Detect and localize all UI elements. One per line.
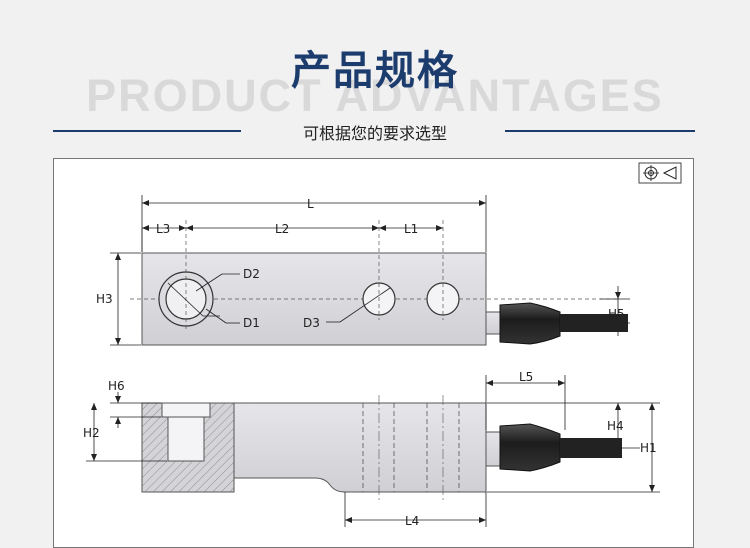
divider-left xyxy=(53,130,241,132)
dim-label-H3: H3 xyxy=(96,292,113,306)
page-subtitle: 可根据您的要求选型 xyxy=(302,124,447,143)
side-cable-gland xyxy=(499,423,561,472)
side-view-dimensions xyxy=(86,375,660,527)
dim-label-L3: L3 xyxy=(156,222,170,236)
dim-label-H6: H6 xyxy=(108,379,125,393)
dim-label-H5: H5 xyxy=(608,307,625,321)
dim-label-L5: L5 xyxy=(519,370,533,384)
top-view xyxy=(130,220,628,346)
dim-label-L1: L1 xyxy=(404,222,418,236)
cable-gland xyxy=(499,302,561,345)
dim-label-H4: H4 xyxy=(607,419,624,433)
dim-label-D3: D3 xyxy=(303,316,320,330)
dim-label-H1: H1 xyxy=(640,441,657,455)
divider-right xyxy=(505,130,695,132)
cable xyxy=(560,314,628,332)
top-view-dimensions xyxy=(110,195,630,346)
dim-label-L: L xyxy=(307,197,314,211)
side-view xyxy=(141,395,622,500)
background-heading: PRODUCT ADVANTAGES xyxy=(86,70,664,121)
side-cable xyxy=(560,438,622,458)
dim-label-L4: L4 xyxy=(405,514,419,528)
dim-label-D1: D1 xyxy=(243,316,260,330)
projection-symbol-icon xyxy=(638,162,682,184)
dim-label-D2: D2 xyxy=(243,267,260,281)
dim-label-H2: H2 xyxy=(83,426,100,440)
page-title: 产品规格 xyxy=(291,48,459,94)
dim-label-L2: L2 xyxy=(275,222,289,236)
